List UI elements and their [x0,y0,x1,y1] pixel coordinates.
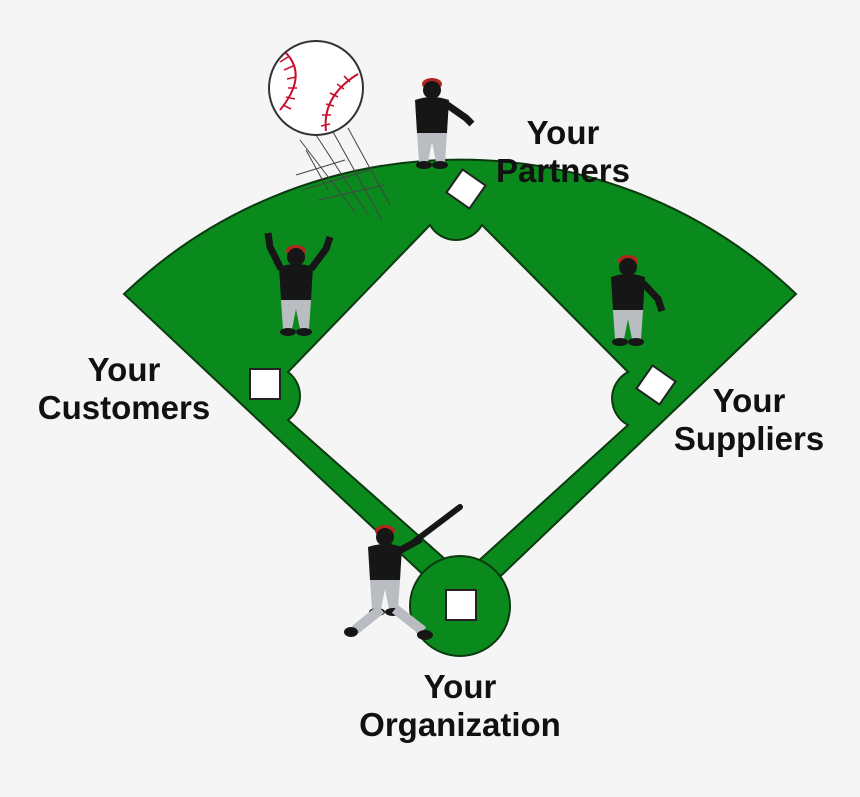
label-customers-line2: Customers [37,389,211,426]
label-partners-line2: Partners [496,152,630,189]
label-partners-line1: Your [526,114,600,151]
baseball-player-icon [415,78,475,169]
label-organization-line2: Organization [359,706,561,743]
label-suppliers-line2: Suppliers [673,420,825,457]
label-customers-line1: Your [87,351,161,388]
label-your-partners: Your Partners [484,114,642,190]
home-plate [445,589,477,621]
first-base [635,364,677,406]
label-organization-line1: Your [423,668,497,705]
label-your-organization: Your Organization [346,668,574,744]
label-your-suppliers: Your Suppliers [664,382,834,458]
baseball-batter-icon [344,504,463,640]
baseball-player-icon [611,255,666,346]
baseball-player-icon [264,232,334,336]
label-your-customers: Your Customers [28,351,220,427]
baseball-icon [268,40,364,136]
baseball-motion-lines [295,127,391,221]
label-suppliers-line1: Your [712,382,786,419]
second-base [445,168,487,210]
third-base [249,368,281,400]
